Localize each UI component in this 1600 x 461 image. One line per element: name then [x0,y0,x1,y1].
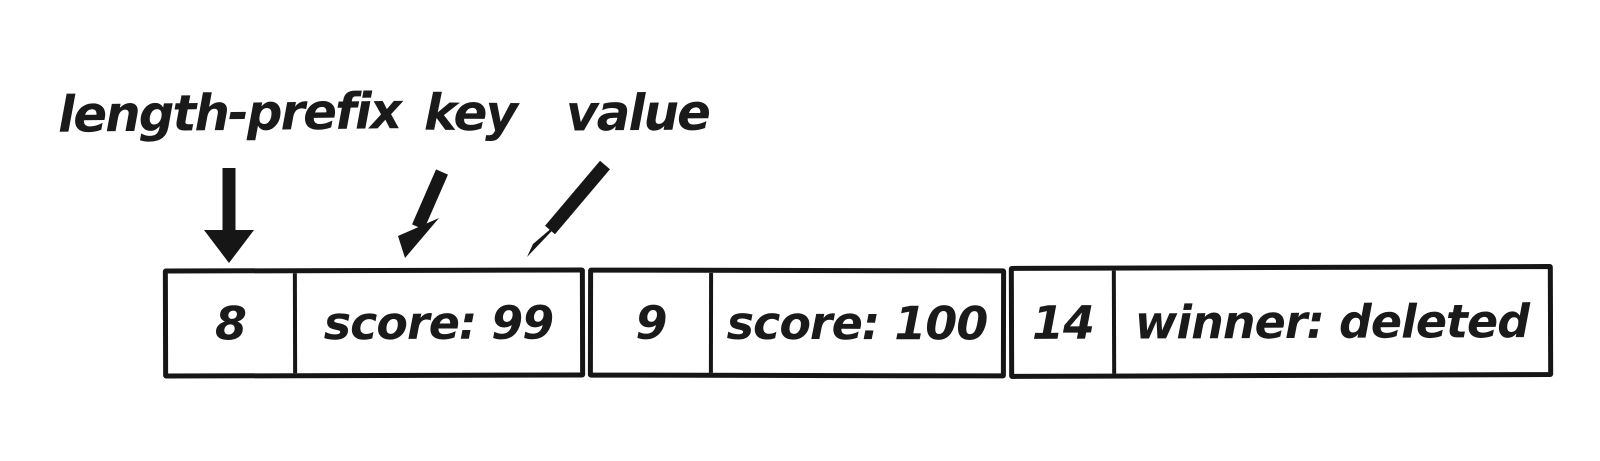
key-value-cell: score: 99 [323,295,554,351]
value-arrow-icon [527,160,610,257]
record-box-2: 9 score: 100 [587,267,1007,379]
length-prefix-cell: 9 [592,272,714,373]
value-label: value [565,83,710,143]
key-arrow-icon [398,169,448,258]
key-label: key [423,83,517,143]
key-value-cell: score: 100 [726,295,988,351]
record-row: 8 score: 99 9 score: 100 14 winner: dele… [162,264,1554,379]
length-prefix-arrow-icon [204,168,254,263]
length-prefix-cell: 8 [167,273,298,374]
key-value-cell: winner: deleted [1134,293,1530,350]
record-box-1: 8 score: 99 [162,267,586,379]
length-prefix-cell: 14 [1013,270,1117,374]
record-box-3: 14 winner: deleted [1008,264,1554,379]
length-prefix-label: length-prefix [57,82,401,144]
